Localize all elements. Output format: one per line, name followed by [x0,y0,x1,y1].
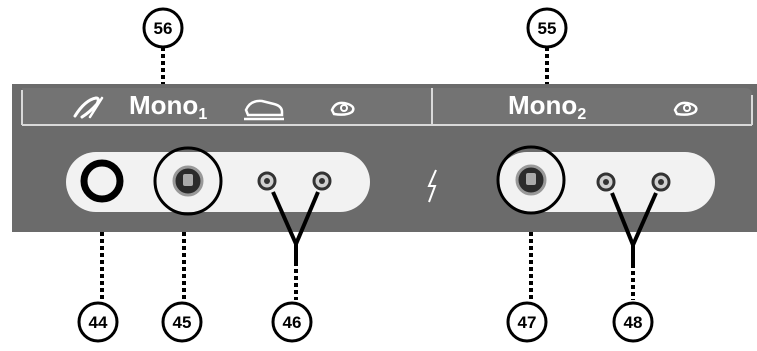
mono1-title: Mono1 [129,90,207,123]
callout-46-label: 46 [283,313,302,332]
callout-45: 45 [161,301,203,343]
callout-48: 48 [612,301,654,343]
callout-44: 44 [77,301,119,343]
hand-switch-icon [673,101,698,116]
mono1-header: Mono1 [73,90,355,123]
socket-45-mono1[interactable] [153,146,223,216]
sockets-48-mono2-small[interactable] [596,172,671,192]
electrode-pencil-icon [73,96,104,119]
mono2-title: Mono2 [508,90,586,123]
hand-switch-icon [330,101,355,116]
mono2-header: Mono2 [508,90,698,123]
mono1-socket-pill [66,152,370,212]
foot-switch-icon [244,99,284,121]
callout-55-label: 55 [538,19,557,38]
socket-47-mono2[interactable] [496,145,566,215]
lightning-bolt-icon [427,169,437,203]
callout-56: 56 [142,7,184,49]
callout-y-connectors [271,191,658,264]
callout-55: 55 [526,7,568,49]
callout-47: 47 [506,301,548,343]
callout-47-label: 47 [518,313,537,332]
callout-44-label: 44 [89,313,108,332]
callout-45-label: 45 [173,313,192,332]
callout-48-label: 48 [624,313,643,332]
callout-leaders [100,47,635,300]
callout-56-label: 56 [154,19,173,38]
socket-44-neutral[interactable] [80,159,124,203]
sockets-46-mono1-small[interactable] [257,171,332,191]
callout-46: 46 [271,301,313,343]
